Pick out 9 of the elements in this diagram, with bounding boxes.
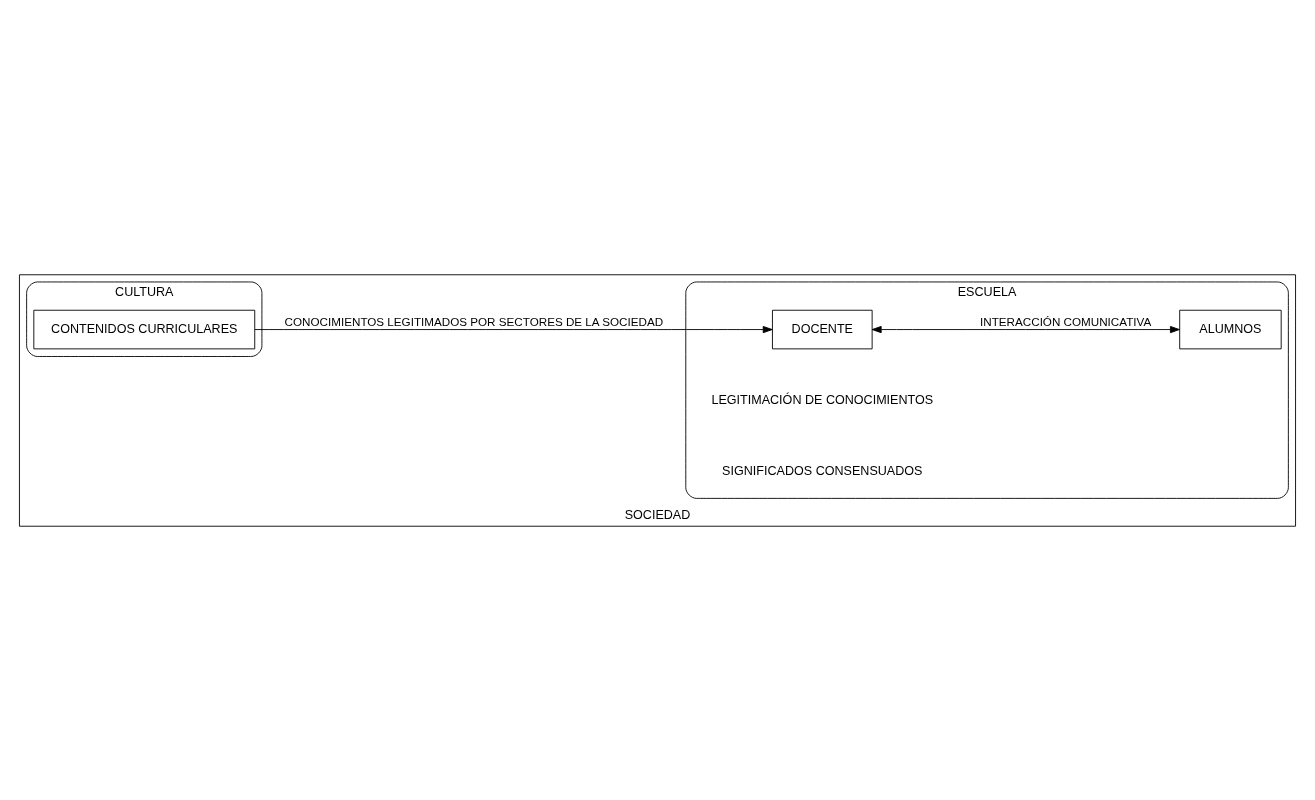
- node-box: ALUMNOS: [1179, 309, 1282, 349]
- arrow: [254, 325, 773, 333]
- node-box: CONTENIDOS CURRICULARES: [33, 309, 256, 349]
- edge-label: INTERACCIÓN COMUNICATIVA: [980, 314, 1152, 328]
- arrow: [871, 325, 1180, 333]
- node-box: DOCENTE: [772, 309, 873, 349]
- label: SIGNIFICADOS CONSENSUADOS: [722, 463, 923, 478]
- edge-label: CONOCIMIENTOS LEGITIMADOS POR SECTORES DE LA SOCIEDAD: [284, 314, 664, 328]
- label: LEGITIMACIÓN DE CONOCIMIENTOS: [711, 392, 934, 407]
